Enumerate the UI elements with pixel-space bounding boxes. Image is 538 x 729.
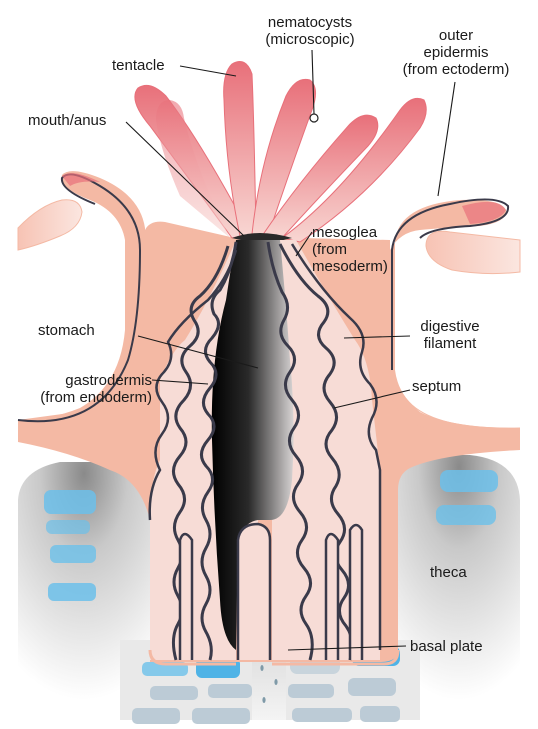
crystal (288, 684, 334, 698)
label-theca: theca (430, 564, 467, 581)
nematocyst-dot (310, 114, 318, 122)
label-outer-epidermis-line3: (from ectoderm) (396, 61, 516, 78)
label-mesoglea: mesoglea (from mesoderm) (312, 224, 388, 275)
tentacle-shape (156, 100, 230, 238)
crystal (192, 708, 250, 724)
crystal (292, 708, 352, 722)
label-digestive-filament: digestive filament (410, 318, 490, 352)
label-nematocysts-line1: nematocysts (255, 14, 365, 31)
label-outer-epidermis-line2: epidermis (396, 44, 516, 61)
label-gastrodermis: gastrodermis (from endoderm) (8, 372, 152, 406)
label-stomach: stomach (38, 322, 95, 339)
oral-tentacles (135, 62, 426, 242)
leader-outer-epidermis (438, 82, 455, 196)
label-digestive-line1: digestive (410, 318, 490, 335)
label-gastrodermis-line1: gastrodermis (8, 372, 152, 389)
crystal (348, 678, 396, 696)
crystal (44, 490, 96, 514)
label-tentacle: tentacle (112, 57, 165, 74)
crystal (150, 686, 198, 700)
label-mouth-anus: mouth/anus (28, 112, 106, 129)
label-basal-plate: basal plate (410, 638, 483, 655)
label-nematocysts: nematocysts (microscopic) (255, 14, 365, 48)
crystal (360, 706, 400, 722)
crystal (436, 505, 496, 525)
crystal (208, 684, 252, 698)
label-mesoglea-line1: mesoglea (312, 224, 388, 241)
crystal (440, 470, 498, 492)
crystal (46, 520, 90, 534)
crystal (48, 583, 96, 601)
label-outer-epidermis-line1: outer (396, 27, 516, 44)
label-gastrodermis-line2: (from endoderm) (8, 389, 152, 406)
crystal (50, 545, 96, 563)
label-outer-epidermis: outer epidermis (from ectoderm) (396, 27, 516, 78)
label-mesoglea-line3: mesoderm) (312, 258, 388, 275)
label-mesoglea-line2: (from (312, 241, 388, 258)
label-digestive-line2: filament (410, 335, 490, 352)
label-nematocysts-line2: (microscopic) (255, 31, 365, 48)
crystal (132, 708, 180, 724)
label-septum: septum (412, 378, 461, 395)
